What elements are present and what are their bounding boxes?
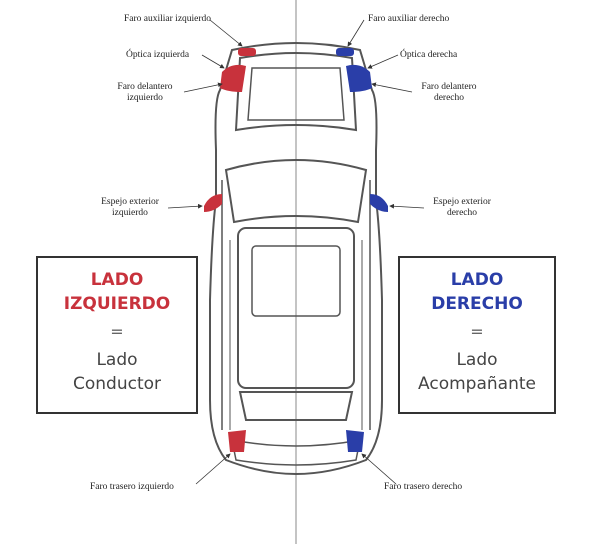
faro-auxiliar-izquierdo-light	[238, 48, 256, 56]
right-side-title: LADO DERECHO	[431, 270, 523, 314]
label-espejo-exterior-izquierdo: Espejo exterior izquierdo	[101, 197, 159, 218]
label-faro-delantero-derecho: Faro delantero derecho	[421, 82, 477, 103]
label-faro-trasero-derecho: Faro trasero derecho	[384, 482, 463, 492]
leader-faro-tras-izq	[195, 453, 231, 485]
label-faro-auxiliar-izquierdo: Faro auxiliar izquierdo	[124, 14, 212, 24]
optica-derecha-light	[346, 64, 372, 92]
leader-faro-del-der	[371, 82, 413, 93]
faro-trasero-derecho-light	[346, 430, 364, 452]
label-optica-izquierda: Óptica izquierda	[126, 50, 190, 60]
label-espejo-exterior-derecho: Espejo exterior derecho	[433, 197, 491, 218]
faro-auxiliar-derecho-light	[336, 48, 354, 56]
right-side-box: LADO DERECHO = Lado Acompañante	[398, 256, 556, 414]
label-faro-trasero-izquierdo: Faro trasero izquierdo	[90, 482, 174, 492]
label-optica-derecha: Óptica derecha	[400, 50, 458, 60]
leader-faro-aux-izq	[209, 19, 243, 47]
car-outline	[209, 42, 383, 476]
left-side-equals: =	[110, 322, 124, 341]
label-faro-auxiliar-derecho: Faro auxiliar derecho	[368, 14, 450, 24]
left-side-subtitle: Lado Conductor	[72, 350, 161, 394]
label-faro-delantero-izquierdo: Faro delantero izquierdo	[117, 82, 173, 103]
leader-faro-tras-der	[361, 453, 397, 485]
espejo-exterior-derecho	[370, 194, 388, 212]
leader-espejo-der	[389, 203, 425, 209]
leader-optica-der	[367, 54, 399, 69]
right-side-equals: =	[470, 322, 484, 341]
optica-izquierda-light	[220, 64, 246, 92]
faro-trasero-izquierdo-light	[228, 430, 246, 452]
leader-espejo-izq	[167, 203, 203, 209]
left-side-box: LADO IZQUIERDO = Lado Conductor	[36, 256, 198, 414]
left-side-title: LADO IZQUIERDO	[63, 270, 171, 314]
leader-optica-izq	[201, 54, 225, 69]
espejo-exterior-izquierdo	[204, 194, 222, 212]
right-side-subtitle: Lado Acompañante	[418, 350, 536, 394]
leader-faro-del-izq	[183, 82, 223, 93]
leader-faro-aux-der	[347, 19, 365, 47]
